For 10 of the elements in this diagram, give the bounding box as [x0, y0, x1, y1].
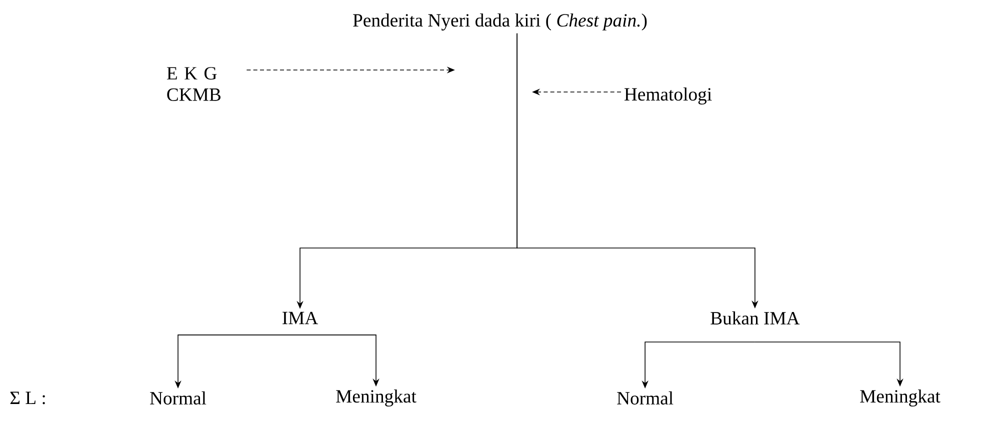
outcome-label: Normal — [617, 391, 674, 405]
test-label: Hematologi — [624, 88, 712, 104]
title-text: Penderita Nyeri dada kiri ( Chest pain.) — [353, 14, 647, 30]
outcome-label: Meningkat — [336, 390, 416, 406]
outcome-label: Normal — [150, 391, 206, 405]
group-label: Σ L : — [10, 392, 45, 404]
test-label: E K G CKMB — [166, 67, 220, 101]
outcome-label: Bukan IMA — [710, 311, 800, 325]
outcome-label: IMA — [282, 312, 318, 324]
outcome-label: Meningkat — [860, 390, 940, 406]
